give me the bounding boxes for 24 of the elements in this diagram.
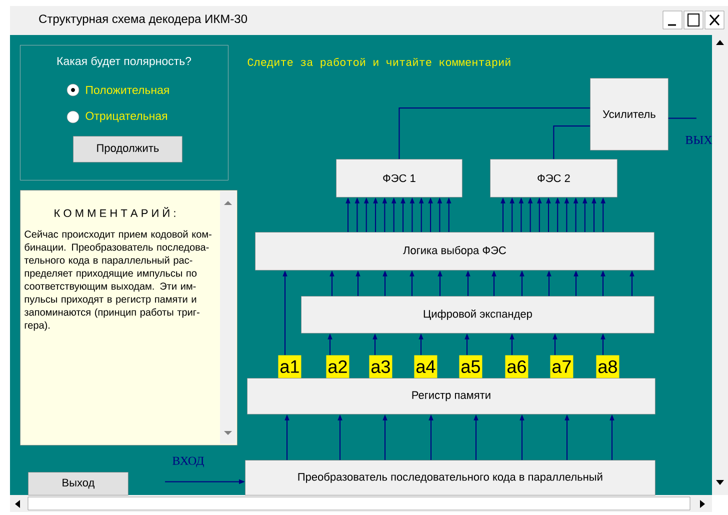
signal-tag: a2: [326, 355, 350, 378]
comment-box: К О М М Е Н Т А Р И Й : Сейчас происходит прием кодовой ком- бинации. Преобразователь последова- тельного кода в параллельный рас- пределяет приходящие импульсы по соответствующим выходам. Эти им- пульсы приходят в регистр памяти и запоминаются (принцип работы триг- гера).: [20, 190, 238, 446]
signal-tag: a1: [278, 355, 302, 378]
block-box: Преобразователь последовательного кода в параллельный: [245, 460, 656, 496]
block-box: ФЭС 2: [490, 159, 618, 198]
option-label: Отрицательная: [86, 112, 167, 122]
push-button: Выход: [28, 472, 128, 496]
arrow: [553, 126, 590, 160]
signal-tag: a4: [414, 355, 438, 378]
push-button: Продолжить: [73, 136, 182, 162]
signal-tag: a7: [550, 355, 574, 378]
block-box: Усилитель: [590, 78, 668, 150]
option-label: Положительная: [86, 86, 169, 94]
signal-tag: a3: [369, 355, 392, 378]
block-box: Логика выбора ФЭС: [255, 232, 654, 270]
signal-name: ВХОД: [172, 456, 204, 468]
signal-tag: a5: [459, 355, 482, 378]
signal-tag: a6: [505, 355, 528, 378]
signal-name: ВЫХ: [686, 136, 712, 144]
block-box: Цифровой экспандер: [301, 296, 654, 334]
signal-tag: a8: [596, 355, 620, 378]
instruction-text: Следите за работой и читайте комментарий: [248, 58, 510, 68]
block-box: Регистр памяти: [247, 378, 656, 414]
block-box: ФЭС 1: [336, 159, 462, 198]
